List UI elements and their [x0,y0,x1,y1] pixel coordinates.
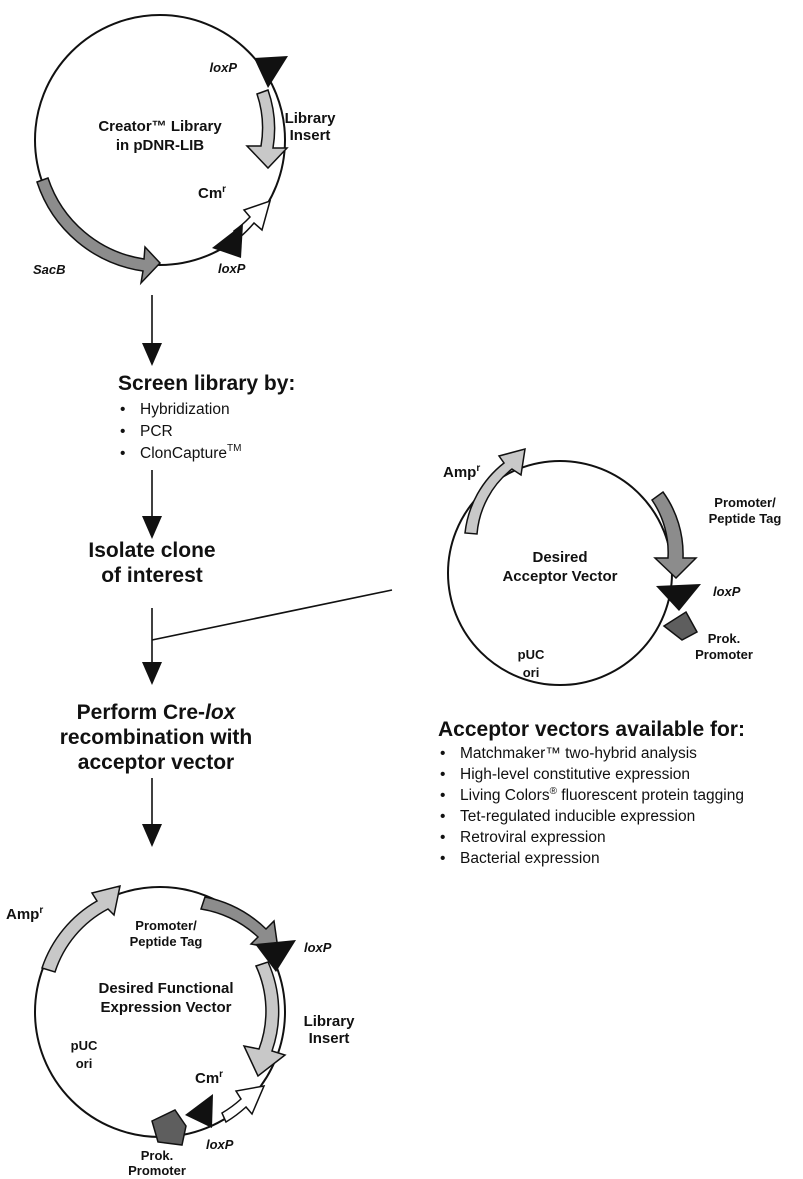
expression-cmr-sup: r [219,1069,223,1080]
acceptor-item-3-text: Living Colors [460,787,550,804]
screen-item-bullet-2: • [120,423,125,440]
acceptor-title-line1: Desired [532,549,587,566]
acceptor-item-5: Retroviral expression [460,829,606,846]
cre-line3: acceptor vector [78,751,234,774]
expression-loxp-top [255,940,296,972]
arrow-2-head [142,516,162,539]
expression-promoter-line2: Peptide Tag [130,934,203,949]
library-insert-label-line2: Insert [290,127,331,144]
sacb-label: SacB [33,262,66,277]
screen-item-2: PCR [140,423,173,440]
acceptor-ampr-text: Amp [443,464,476,481]
screen-item-bullet-3: • [120,445,125,462]
screen-title: Screen library by: [118,372,295,395]
isolate-line2: of interest [101,564,203,587]
acceptor-item-3-sup: ® [550,786,558,797]
donor-title-line2: in pDNR-LIB [116,137,204,154]
cre-line2: recombination with [60,726,253,749]
expression-cmr-arrow [221,1085,266,1124]
promoter-tag-arrow [650,490,698,580]
donor-title-line1: Creator™ Library [98,118,222,135]
loxp-top-label: loxP [210,60,238,75]
acceptor-bullet-5: • [440,829,445,846]
cmr-label: Cmr [198,184,226,202]
screen-item-3-sup: TM [227,443,241,454]
prok-promoter-arrow [662,610,699,641]
acceptor-item-1: Matchmaker™ two-hybrid analysis [460,745,697,762]
cre-line1: Perform Cre-lox [77,701,237,724]
expression-prok-line1: Prok. [141,1148,174,1163]
flow-steps: Screen library by: • Hybridization • PCR… [60,295,393,847]
expression-plasmid: Promoter/ Peptide Tag Desired Functional… [6,884,356,1178]
acceptor-item-2: High-level constitutive expression [460,766,690,783]
sacb-gene-arrow [36,177,162,286]
arrow-3-head [142,662,162,685]
cre-line1-italic: lox [205,701,237,724]
expression-prok-line2: Promoter [128,1163,186,1178]
acceptor-prok-line1: Prok. [708,631,741,646]
expression-title-line1: Desired Functional [98,980,233,997]
loxp-site-bottom [212,224,243,258]
acceptor-item-3: Living Colors® fluorescent protein taggi… [460,786,744,804]
acceptor-bullet-6: • [440,850,445,867]
acceptor-list: Acceptor vectors available for: • Matchm… [438,718,745,867]
isolate-line1: Isolate clone [88,539,215,562]
acceptor-bullet-3: • [440,787,445,804]
donor-plasmid-ring [34,14,286,266]
library-insert-arrow [245,89,289,170]
acceptor-puc-line2: ori [523,665,540,680]
screen-item-1: Hybridization [140,401,230,418]
acceptor-join-line [151,589,393,641]
expression-ampr-label: Ampr [6,905,43,923]
library-insert-label-line1: Library [285,110,337,127]
expression-cmr-text: Cm [195,1070,219,1087]
acceptor-bullet-1: • [440,745,445,762]
expression-puc-line2: ori [76,1056,93,1071]
loxp-site-top [254,56,288,88]
expression-prok-arrow [151,1109,187,1146]
acceptor-prok-line2: Promoter [695,647,753,662]
acceptor-promoter-line2: Peptide Tag [709,511,782,526]
acceptor-item-3-suffix: fluorescent protein tagging [557,787,744,804]
expression-promoter-line1: Promoter/ [135,918,197,933]
acceptor-loxp-site [656,584,701,611]
expression-loxp-bottom [185,1094,213,1128]
expression-insert-line1: Library [304,1013,356,1030]
screen-item-3-text: ClonCapture [140,445,227,462]
expression-loxp-bottom-label: loxP [206,1137,234,1152]
ampr-gene-arrow [464,447,526,535]
expression-loxp-top-label: loxP [304,940,332,955]
arrow-4-head [142,824,162,847]
expression-insert-arrow [242,961,287,1078]
cmr-label-sup: r [222,184,226,195]
screen-item-bullet-1: • [120,401,125,418]
acceptor-promoter-line1: Promoter/ [714,495,776,510]
screen-item-3: ClonCaptureTM [140,443,241,462]
acceptor-plasmid: Desired Acceptor Vector Ampr Promoter/ P… [443,447,782,686]
acceptor-puc-line1: pUC [518,647,545,662]
acceptor-loxp-label: loxP [713,584,741,599]
acceptor-bullet-4: • [440,808,445,825]
expression-promoter-arrow [200,896,279,950]
expression-ampr-text: Amp [6,906,39,923]
loxp-bottom-label: loxP [218,261,246,276]
acceptor-list-title: Acceptor vectors available for: [438,718,745,741]
acceptor-item-6: Bacterial expression [460,850,600,867]
expression-cmr-label: Cmr [195,1069,223,1087]
acceptor-ampr-sup: r [476,463,480,474]
cmr-label-text: Cm [198,185,222,202]
acceptor-ampr-label: Ampr [443,463,480,481]
arrow-1-head [142,343,162,366]
expression-ampr-arrow [41,884,121,973]
expression-title-line2: Expression Vector [101,999,232,1016]
donor-plasmid: Creator™ Library in pDNR-LIB loxP Librar… [33,14,337,286]
expression-ampr-sup: r [39,905,43,916]
acceptor-item-4: Tet-regulated inducible expression [460,808,695,825]
expression-puc-line1: pUC [71,1038,98,1053]
acceptor-title-line2: Acceptor Vector [502,568,617,585]
acceptor-bullet-2: • [440,766,445,783]
expression-insert-line2: Insert [309,1030,350,1047]
cre-line1-prefix: Perform Cre- [77,701,205,724]
